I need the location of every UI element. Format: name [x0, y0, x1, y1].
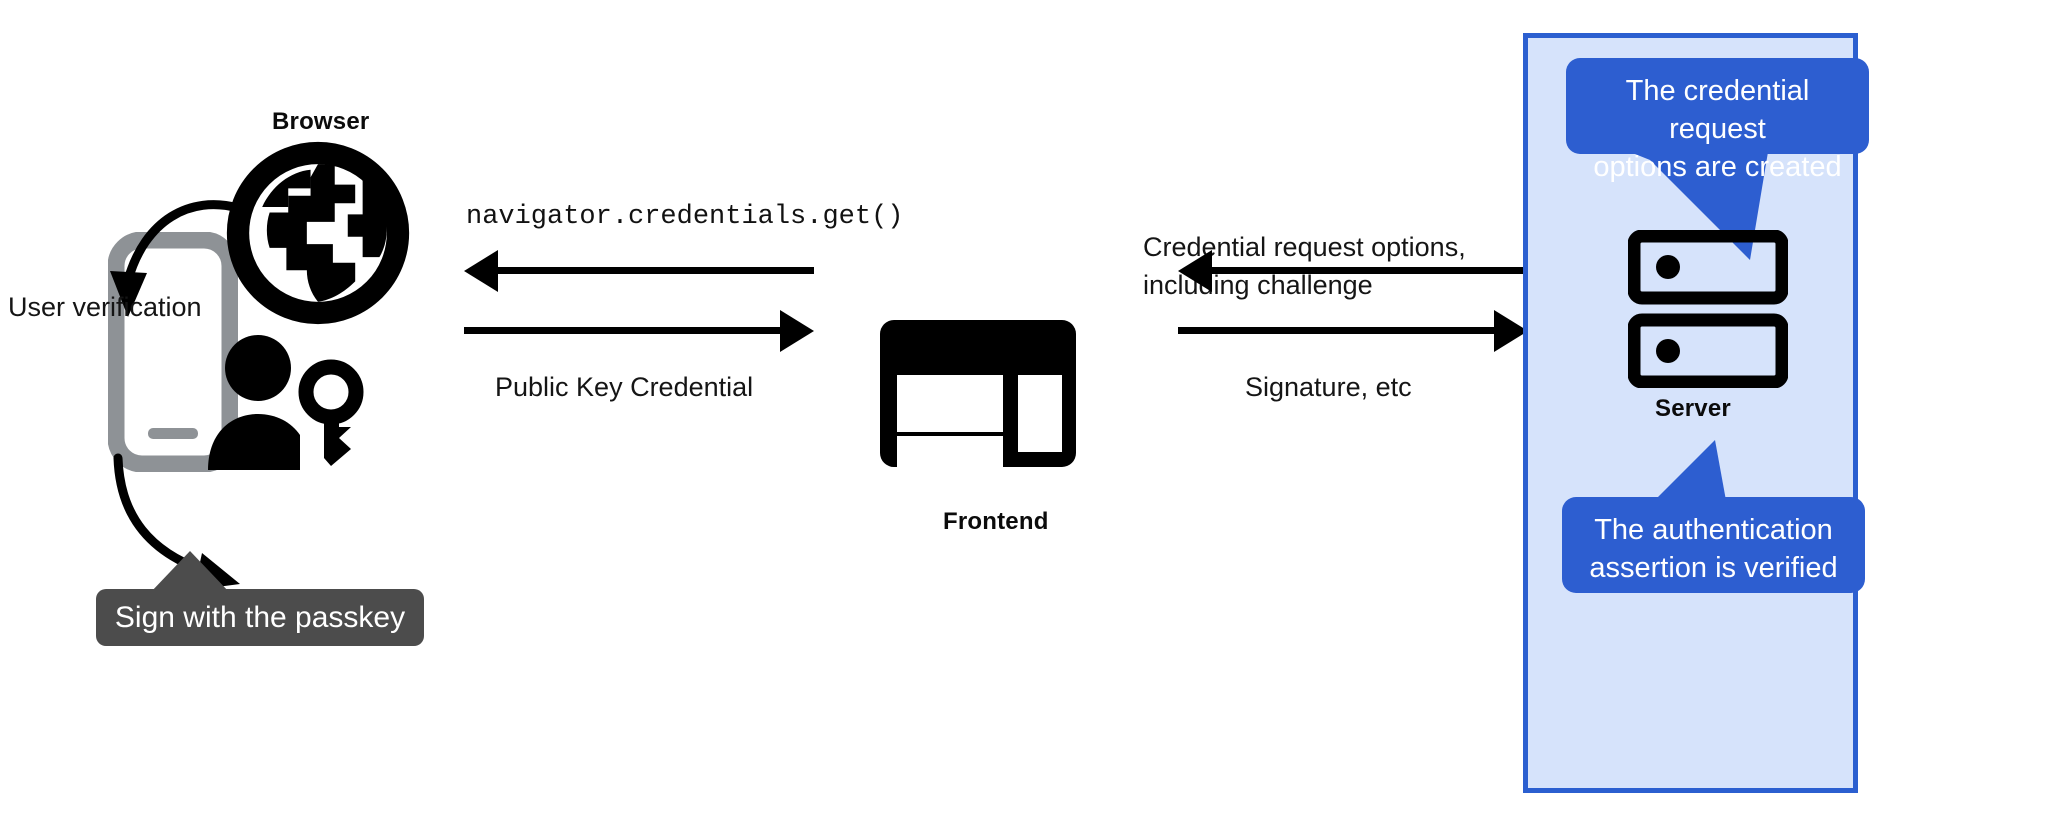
passkey-tooltip-tail	[150, 551, 230, 593]
browser-to-frontend-arrow	[464, 310, 814, 352]
frontend-to-server-arrow	[1178, 310, 1528, 352]
public-key-credential-label: Public Key Credential	[495, 372, 754, 402]
server-callout-top-line1: The credential request	[1625, 75, 1810, 145]
server-to-frontend-label-line2: including challenge	[1143, 270, 1373, 300]
browser-window-icon	[880, 320, 1076, 467]
navigator-credentials-get-label: navigator.credentials.get()	[466, 202, 904, 232]
globe-icon	[226, 141, 410, 325]
browser-label: Browser	[272, 108, 370, 135]
signature-etc-label: Signature, etc	[1245, 372, 1412, 402]
server-callout-top-line2: options are created	[1593, 151, 1842, 183]
server-label: Server	[1655, 395, 1731, 422]
browser-to-phone-arrow	[110, 200, 243, 317]
browser-group: Browser User verification	[0, 0, 480, 700]
server-callout-bottom-line1: The authentication	[1594, 514, 1833, 546]
passkey-tooltip: Sign with the passkey	[96, 589, 424, 646]
server-rack-icon	[1628, 230, 1788, 388]
person-with-key-icon	[208, 335, 364, 470]
server-callout-bottom-line2: assertion is verified	[1589, 552, 1838, 584]
frontend-group	[880, 320, 1120, 467]
frontend-to-browser-arrow	[464, 250, 814, 292]
frontend-label: Frontend	[943, 508, 1049, 535]
server-callout-top: The credential request options are creat…	[1566, 58, 1869, 183]
server-callout-bottom: The authentication assertion is verified	[1562, 497, 1865, 593]
server-to-frontend-arrow	[1178, 250, 1528, 292]
user-verification-label: User verification	[8, 292, 202, 322]
